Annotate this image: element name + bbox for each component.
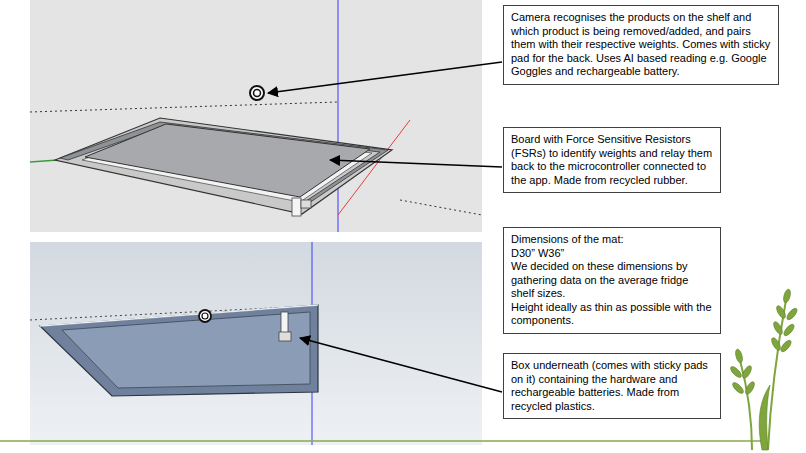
- callout-text: Camera recognises the products on the sh…: [511, 11, 771, 79]
- box-underneath: [40, 305, 318, 396]
- leader-arrow: [300, 338, 502, 392]
- camera: [250, 86, 264, 100]
- rule: [0, 440, 762, 442]
- callout-text: Dimensions of the mat:: [511, 233, 713, 247]
- callout-text: Height ideally as thin as possible with …: [511, 301, 713, 328]
- camera-lens: [254, 90, 261, 97]
- camera: [199, 310, 211, 322]
- force-board: [85, 124, 370, 197]
- camera-lens: [202, 313, 208, 319]
- clip: [292, 198, 301, 216]
- wheat-decoration: [729, 288, 799, 450]
- dotted-axis: [30, 102, 338, 112]
- tray-edge: [40, 305, 318, 326]
- blue-axis: [338, 0, 339, 232]
- callout-box: Dimensions of the mat:D30” W36”We decide…: [503, 227, 721, 334]
- callout-box: Box underneath (comes with sticky pads o…: [503, 353, 721, 419]
- dotted-axis: [400, 200, 482, 215]
- render-background: [30, 242, 482, 445]
- tray-bottom: [62, 312, 310, 388]
- callout-text: Board with Force Sensitive Resistors (FS…: [511, 133, 713, 187]
- leader-arrow: [268, 62, 502, 93]
- clip: [279, 332, 291, 341]
- callout-box: Board with Force Sensitive Resistors (FS…: [503, 127, 721, 193]
- callout-text: D30” W36”: [511, 247, 713, 261]
- clip: [301, 200, 311, 208]
- callout-box: Camera recognises the products on the sh…: [503, 5, 779, 85]
- clip: [281, 312, 288, 334]
- tray-rim: [60, 122, 388, 209]
- tray-frame: [55, 118, 392, 214]
- render-background: [30, 0, 482, 232]
- callout-text: Box underneath (comes with sticky pads o…: [511, 359, 713, 413]
- leader-arrow: [330, 160, 502, 167]
- callout-text: We decided on these dimensions by gather…: [511, 260, 713, 301]
